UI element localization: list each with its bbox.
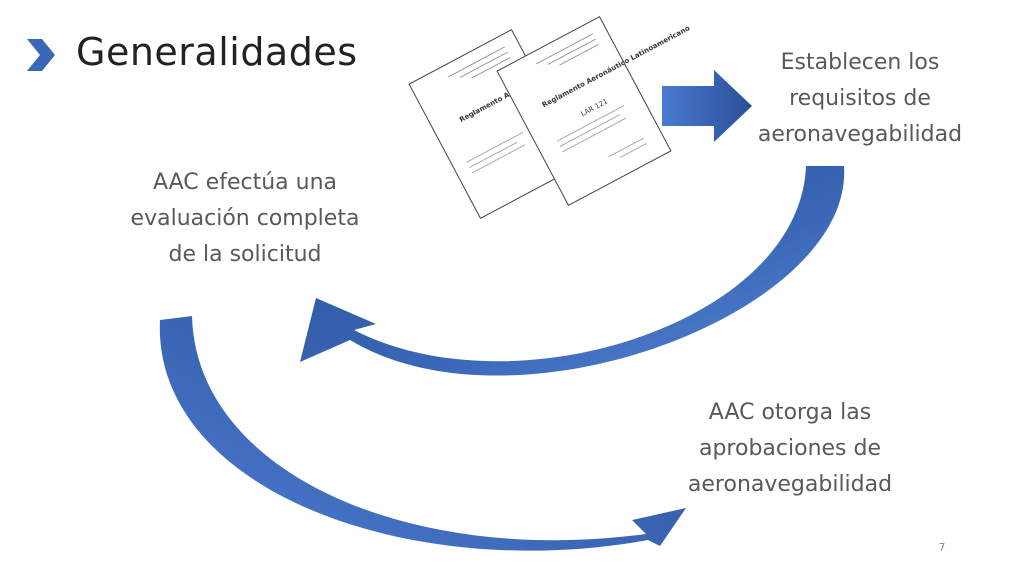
step-requirements-text: Establecen los requisitos de aeronavegab… — [757, 50, 963, 147]
curved-arrow-to-evaluation — [300, 166, 845, 376]
page-number: 7 — [938, 541, 946, 554]
slide-title: Generalidades — [76, 30, 358, 74]
step-evaluation-text: AAC efectúa una evaluación completa de l… — [130, 170, 360, 267]
curved-arrow-to-approvals — [159, 316, 687, 551]
straight-arrow — [662, 70, 752, 142]
chevron-right-icon — [27, 39, 55, 71]
step-approvals-text: AAC otorga las aprobaciones de aeronaveg… — [687, 400, 893, 497]
